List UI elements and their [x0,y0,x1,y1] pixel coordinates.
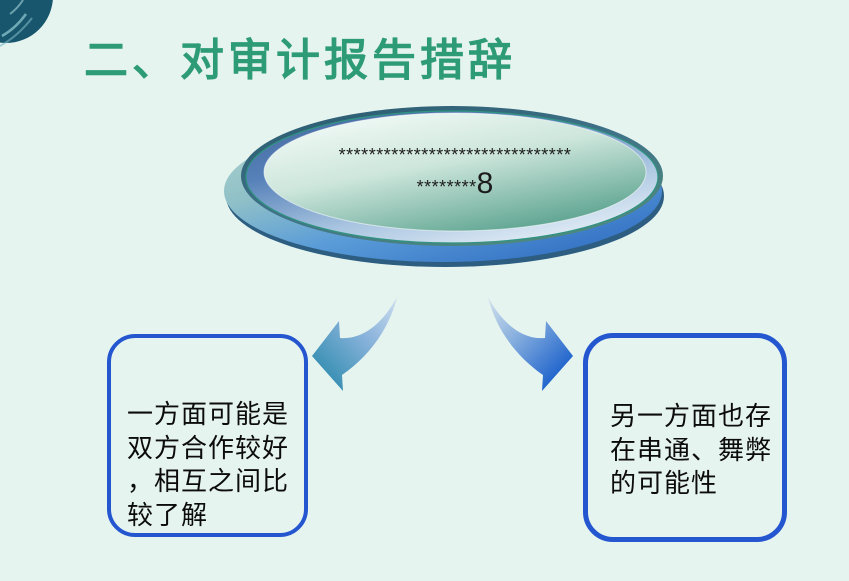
page-title: 二、对审计报告措辞 [84,36,516,85]
disc-masked-line2-number: 8 [476,167,494,200]
disc-surface [263,112,647,232]
disc-masked-line2: ********8 [250,167,660,201]
callout-box-left: 一方面可能是 双方合作较好 ，相互之间比 较了解 [107,334,308,537]
connector-arrows [312,297,573,391]
callout-left-text: 一方面可能是 双方合作较好 ，相互之间比 较了解 [127,398,290,531]
disc-masked-line2-stars: ******** [416,177,477,197]
disc-3d-graphic [224,106,664,267]
disc-masked-line1: ******************************* [338,145,572,165]
globe-logo-icon [0,0,53,47]
right-curved-arrow-icon [488,297,573,391]
disc-masked-text: ******************************* ********… [250,145,660,201]
left-curved-arrow-icon [312,297,397,391]
callout-box-right: 另一方面也存 在串通、舞弊 的可能性 [583,333,787,542]
callout-right-text: 另一方面也存 在串通、舞弊 的可能性 [610,400,773,499]
